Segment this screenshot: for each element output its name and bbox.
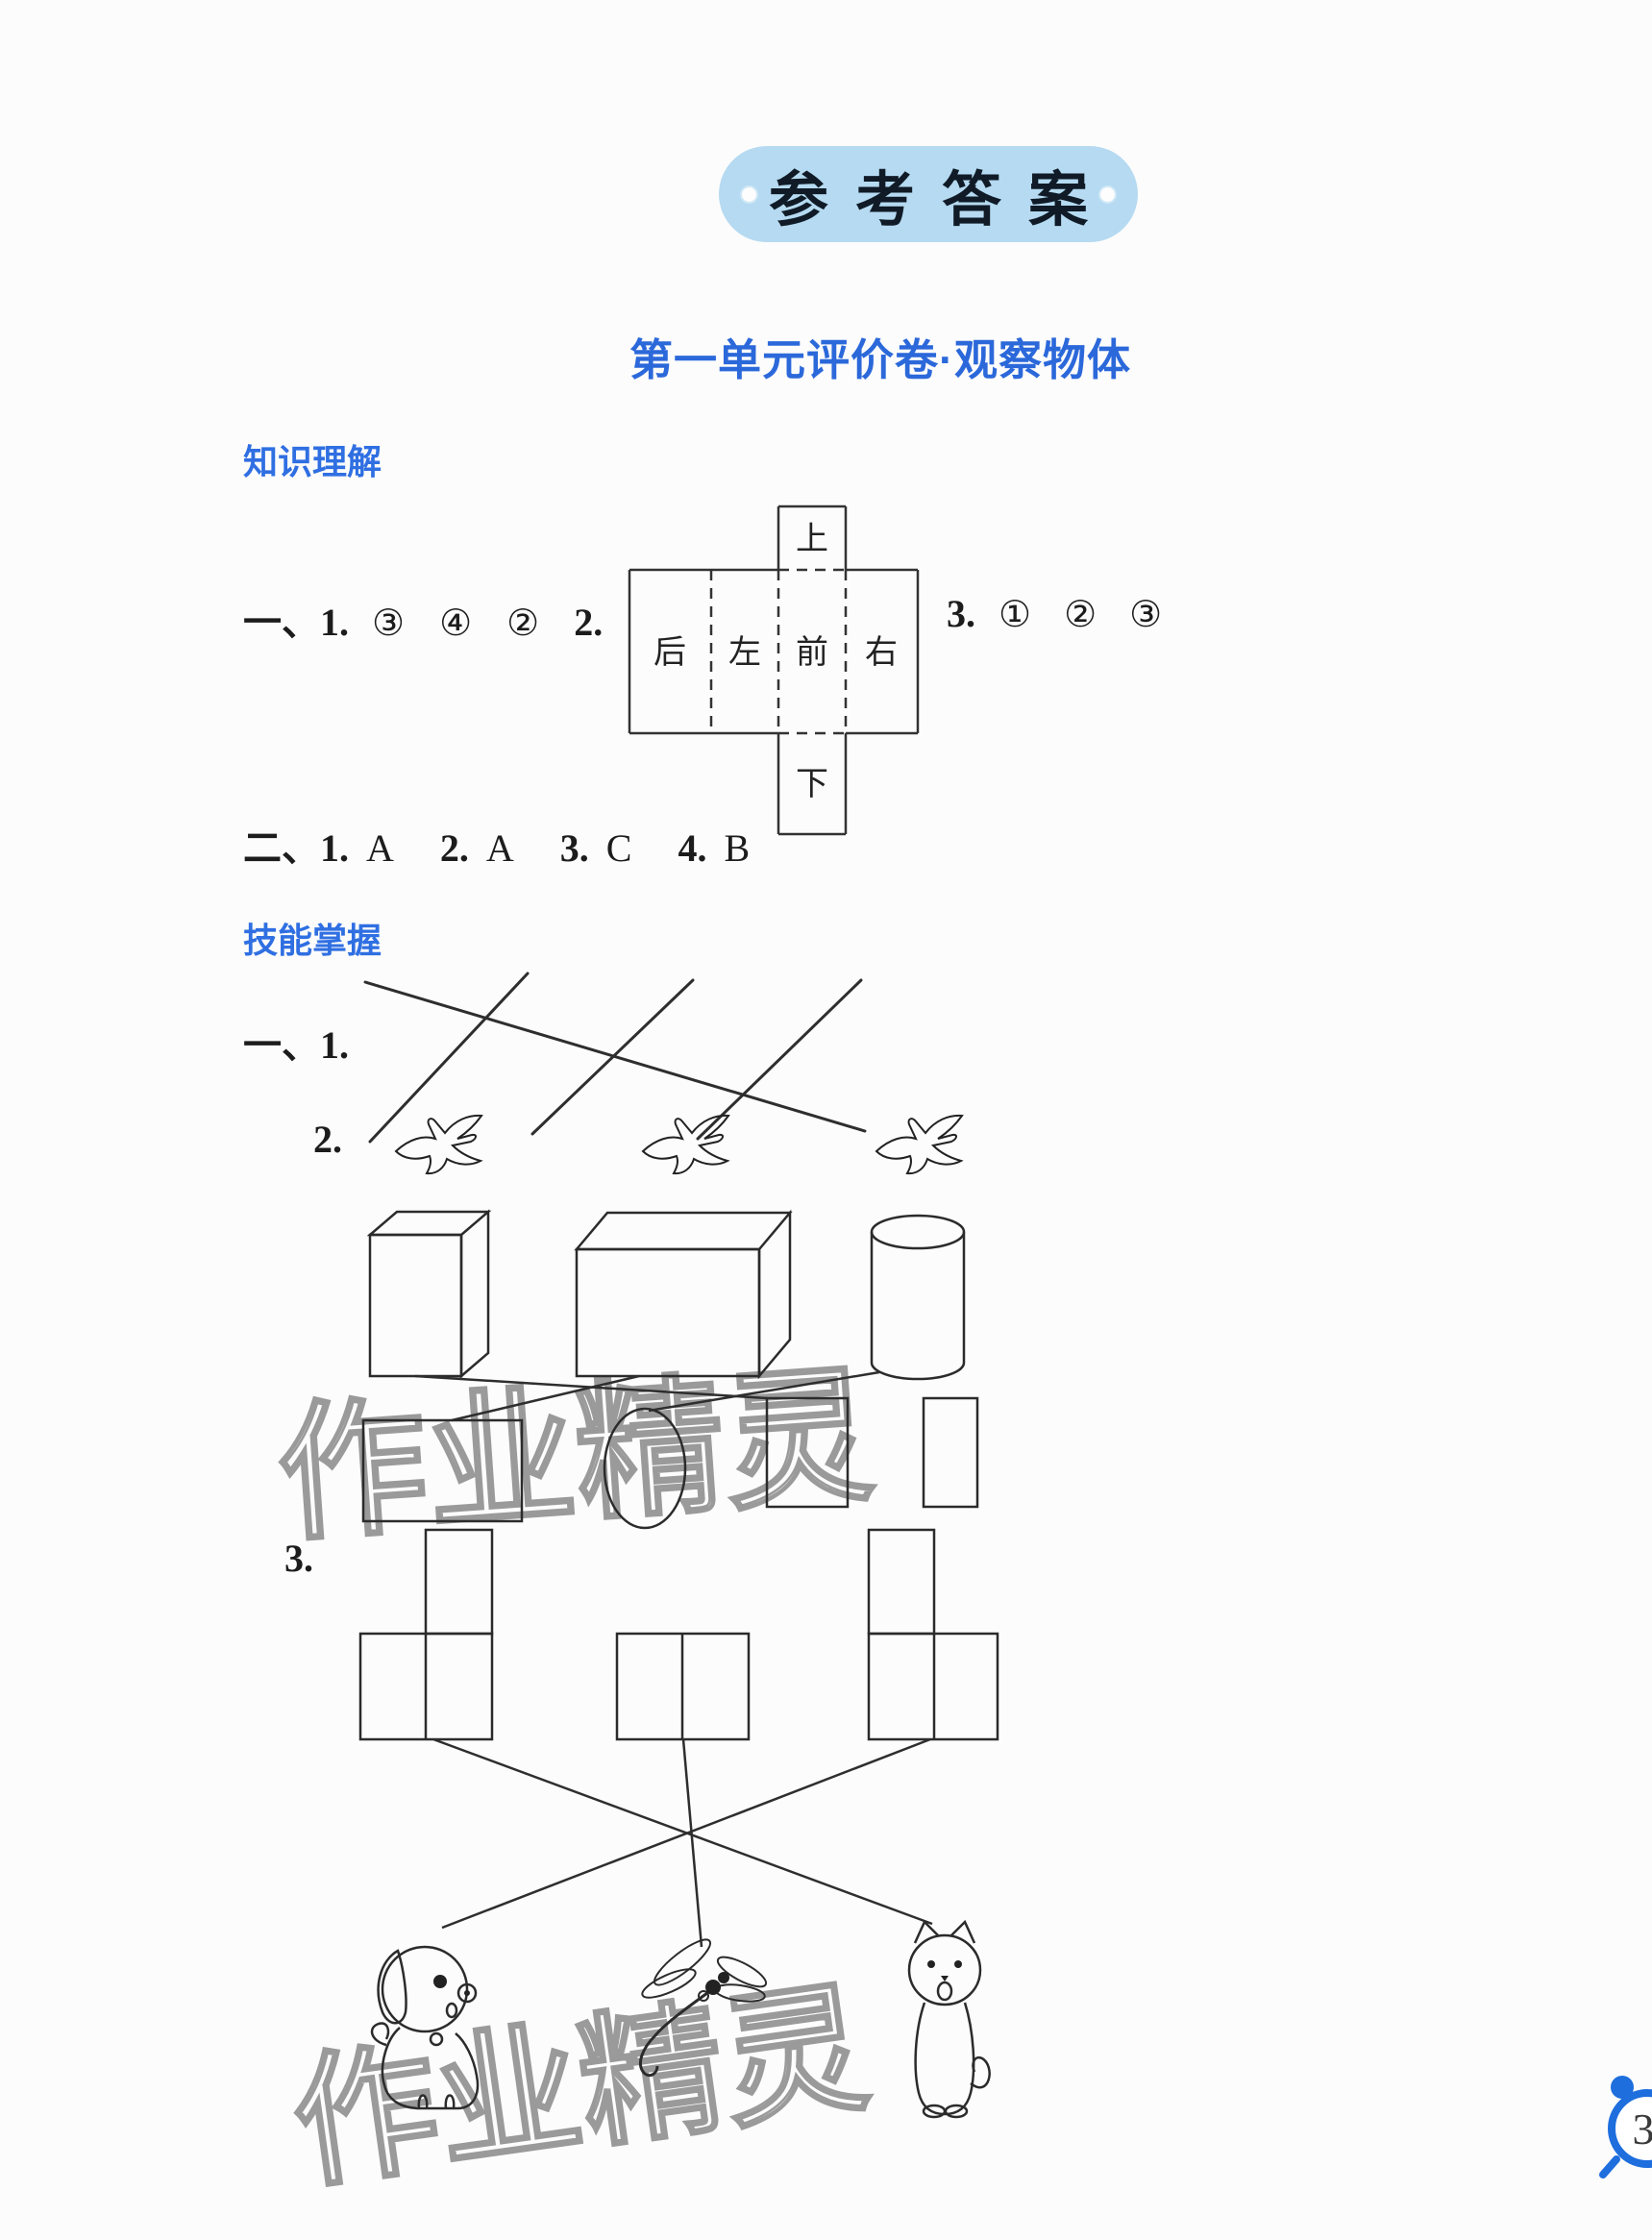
question-label: 3.	[284, 1537, 313, 1580]
narrow-rectangle-view	[922, 1396, 979, 1509]
net-label-bottom: 下	[796, 767, 828, 802]
section-header-skill: 技能掌握	[243, 921, 382, 960]
bird-icon	[642, 1114, 729, 1175]
answer-value: A	[366, 826, 394, 870]
section-header-knowledge: 知识理解	[243, 442, 382, 481]
shapes-matching-figure	[361, 1114, 979, 1530]
page-title: 参考答案	[768, 168, 1115, 234]
page-title-banner: 参考答案	[719, 146, 1138, 242]
answer-value: ③	[1129, 593, 1163, 635]
block-figure-right	[867, 1528, 999, 1741]
answer-value: ③	[372, 602, 406, 644]
page-number: 3	[1633, 2105, 1652, 2154]
answer-value: C	[605, 826, 632, 870]
circle-view	[603, 1407, 687, 1530]
box-net-diagram: 上 后 左 前 右 下	[628, 505, 920, 836]
question-label: 一、1.	[243, 1023, 349, 1067]
question-number: 3.	[947, 592, 975, 635]
bird-icon	[875, 1114, 963, 1175]
match-lines	[432, 1737, 933, 1948]
question-number: 1.	[320, 826, 349, 870]
rectangle-view	[361, 1418, 524, 1523]
flower-dot-icon	[1100, 187, 1115, 202]
net-label-back: 后	[653, 635, 686, 671]
answer-row-1-right: 3. ① ② ③	[947, 591, 1162, 636]
answer-value: ②	[1064, 593, 1097, 635]
part-label: 一、	[243, 601, 320, 644]
question-number: 4.	[678, 826, 707, 870]
answer-value: B	[724, 826, 751, 870]
alarm-clock-page-badge: 3	[1599, 2076, 1652, 2178]
question-number: 1.	[320, 601, 349, 644]
matching-lines-figure	[363, 972, 867, 1144]
block-figure-middle	[615, 1632, 751, 1741]
bird-icon	[395, 1114, 482, 1175]
question-number: 2.	[574, 601, 604, 644]
answer-value: ④	[439, 602, 473, 644]
square-view	[765, 1396, 850, 1509]
unit-heading: 第一单元评价卷·观察物体	[629, 335, 1131, 384]
blocks-matching-figure	[358, 1528, 999, 2119]
net-label-left: 左	[728, 634, 761, 671]
net-label-front: 前	[796, 634, 828, 671]
question-label: 2.	[313, 1118, 342, 1161]
match-lines	[414, 1370, 880, 1422]
flower-dot-icon	[742, 187, 756, 202]
question-number: 3.	[559, 826, 589, 870]
dog-drawing	[370, 1945, 480, 2110]
dragonfly-drawing	[639, 1938, 768, 2078]
answer-row-1-left: 一、 1. ③ ④ ② 2.	[243, 591, 603, 647]
cylinder-figure	[870, 1214, 966, 1381]
net-label-top: 上	[796, 522, 828, 557]
question-number: 2.	[439, 826, 469, 870]
net-label-right: 右	[865, 634, 898, 671]
cuboid-figure	[574, 1209, 793, 1380]
answer-row-2: 二、 1. A 2. A 3. C 4. B	[243, 817, 750, 873]
answer-value: A	[485, 826, 514, 870]
answer-value: ②	[506, 602, 540, 644]
clock-bell-icon	[1611, 2076, 1634, 2099]
cube-figure	[366, 1209, 492, 1379]
clock-leg-icon	[1599, 2155, 1620, 2178]
cat-drawing	[907, 1919, 991, 2119]
answer-value: ①	[999, 593, 1032, 635]
block-figure-left	[358, 1528, 494, 1741]
part-label: 二、	[243, 826, 320, 870]
